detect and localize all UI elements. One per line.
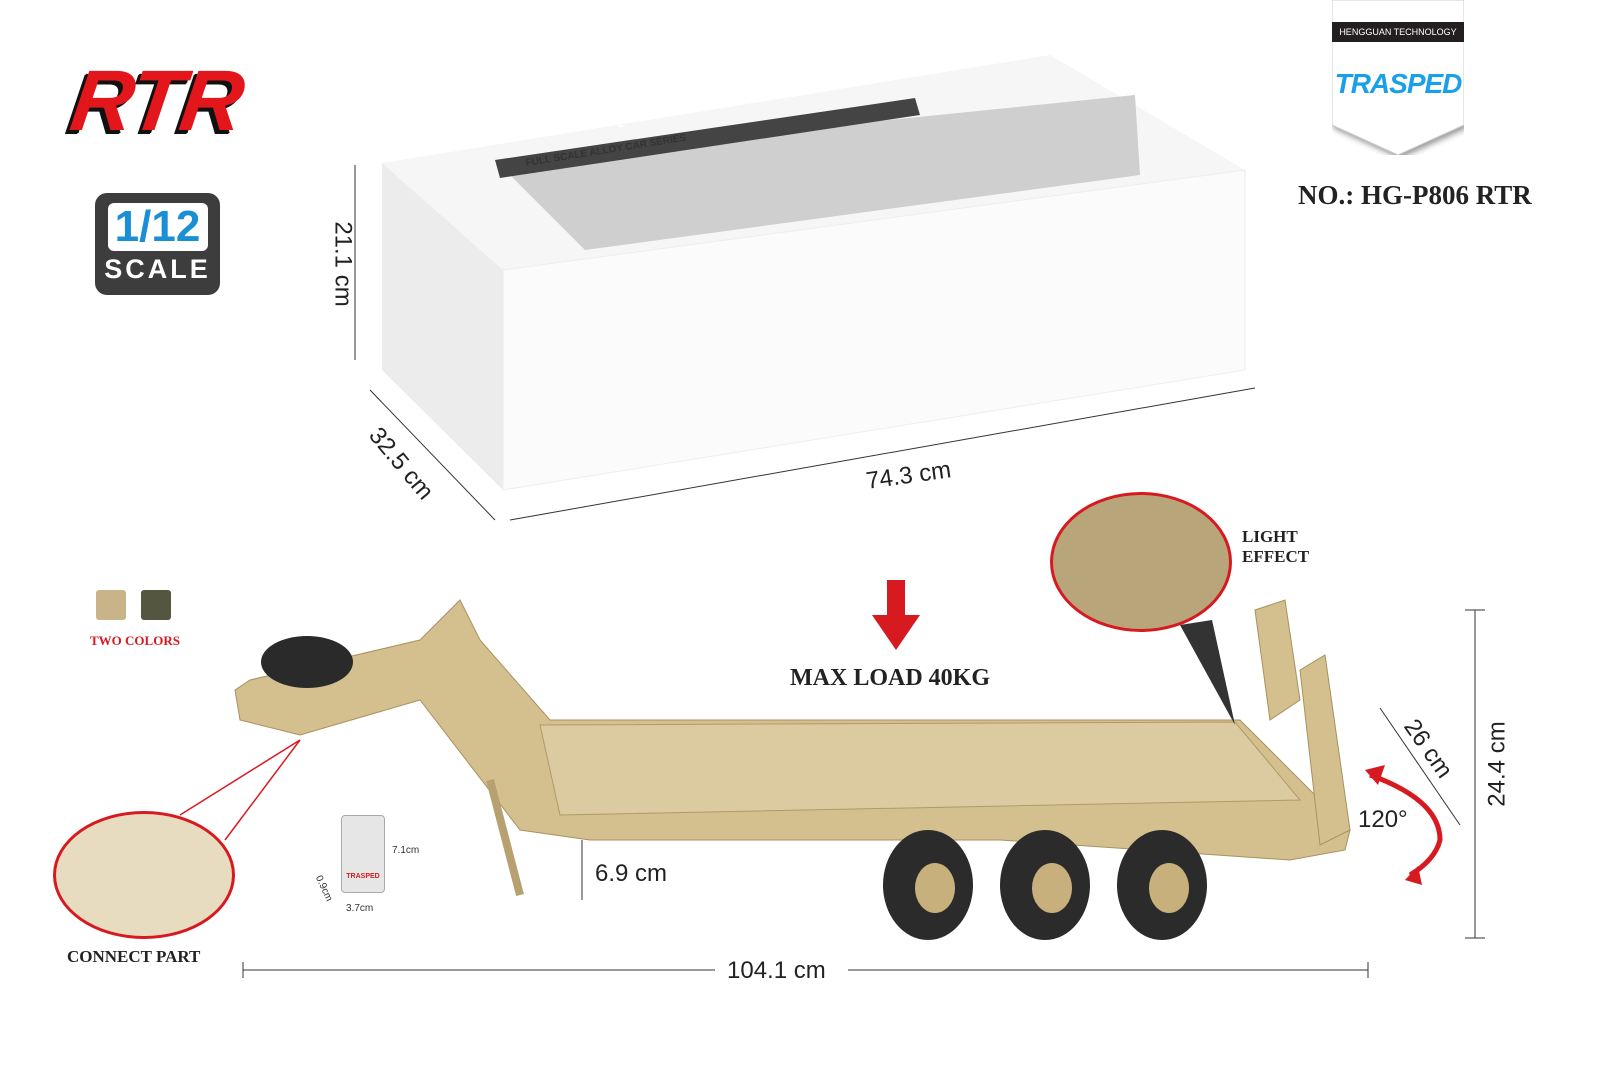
remote-logo: TRASPED bbox=[346, 873, 380, 880]
connect-part-label: CONNECT PART bbox=[67, 947, 201, 966]
wheel-hub bbox=[1149, 863, 1189, 913]
trailer-deck bbox=[539, 721, 1302, 816]
box-front bbox=[502, 169, 1246, 491]
scale-word: SCALE bbox=[104, 254, 211, 284]
brand-logo: TRASPED bbox=[1334, 68, 1463, 99]
box-label-art bbox=[495, 95, 1140, 250]
light-effect-closeup bbox=[1050, 492, 1232, 632]
remote-height-label: 7.1cm bbox=[392, 845, 420, 856]
max-load-label: MAX LOAD 40KG bbox=[790, 665, 990, 691]
trailer-height-label: 24.4 cm bbox=[1483, 721, 1511, 807]
wheel-hub bbox=[915, 863, 955, 913]
light-effect-line2: EFFECT bbox=[1242, 547, 1310, 566]
model-number: NO.: HG-P806 RTR bbox=[1298, 180, 1532, 210]
wheel-hub bbox=[1032, 863, 1072, 913]
light-callout-pointer bbox=[1180, 620, 1235, 725]
max-load-arrow-icon bbox=[872, 580, 920, 650]
ramp-dim-line bbox=[1379, 707, 1461, 826]
length-dim-line bbox=[509, 387, 1256, 521]
remote-control: TRASPED bbox=[341, 815, 385, 893]
brand-tag: HENGGUAN TECHNOLOGY TRASPED bbox=[1332, 0, 1464, 155]
connect-callout-line bbox=[179, 739, 301, 816]
remote-width-label: 3.7cm bbox=[346, 903, 374, 914]
ramp-angle-label: 120° bbox=[1358, 806, 1408, 833]
depth-dim-line bbox=[369, 389, 496, 521]
ramp-rotation-arrow-icon bbox=[1369, 772, 1443, 878]
brand-company: HENGGUAN TECHNOLOGY bbox=[1332, 22, 1464, 42]
scale-badge: 1/12 SCALE bbox=[95, 193, 220, 295]
wheels bbox=[883, 830, 1207, 940]
ramp-left bbox=[1254, 599, 1301, 721]
trailer-length-label: 104.1 cm bbox=[727, 957, 826, 984]
color-swatch-olive bbox=[141, 590, 171, 620]
two-colors-label: TWO COLORS bbox=[90, 633, 180, 648]
ramp-right bbox=[1299, 654, 1351, 846]
color-swatch-tan bbox=[96, 590, 126, 620]
light-effect-line1: LIGHT bbox=[1242, 527, 1298, 546]
connect-part-closeup bbox=[53, 811, 235, 939]
connect-callout-line bbox=[224, 739, 301, 841]
light-effect-label: LIGHT EFFECT bbox=[1242, 527, 1309, 567]
box-label-band bbox=[495, 98, 920, 178]
spare-tire bbox=[261, 636, 353, 688]
scale-fraction: 1/12 bbox=[107, 203, 208, 251]
box-side bbox=[382, 163, 503, 490]
ground-clearance-label: 6.9 cm bbox=[595, 860, 668, 887]
landing-leg bbox=[486, 778, 524, 897]
